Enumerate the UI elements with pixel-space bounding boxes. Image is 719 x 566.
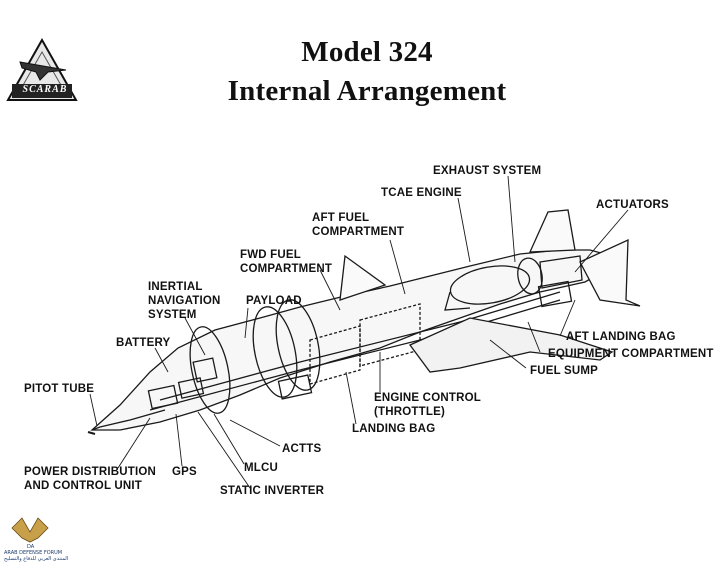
leader-actts (229, 419, 281, 447)
leader-pitot (89, 393, 98, 427)
leader-power-dist (117, 417, 151, 469)
scarab-logo (6, 37, 78, 101)
leader-actuators (574, 209, 629, 273)
exhaust (539, 255, 583, 289)
fwd-fuel-tank (309, 325, 361, 385)
label-tcae-engine: TCAE ENGINE (381, 187, 462, 199)
leader-exhaust (507, 175, 516, 263)
label-exhaust-system: EXHAUST SYSTEM (433, 165, 542, 177)
watermark-text: ARAB DEFENSE FORUM المنتدى العربي للدفاع… (4, 550, 68, 562)
leader-aft-landing-bag (559, 299, 576, 337)
page-title-line2: Internal Arrangement (227, 75, 507, 107)
label-pitot-tube: PITOT TUBE (24, 383, 95, 395)
dorsal-fin (339, 254, 387, 301)
label-fwd-fuel-compartment: FWD FUEL COMPARTMENT (240, 249, 333, 275)
leader-gps (175, 413, 183, 467)
label-fuel-sump: FUEL SUMP (530, 365, 599, 377)
vertical-tail (528, 209, 576, 253)
label-mlcu: MLCU (244, 462, 279, 474)
page-title-line1: Model 324 (301, 36, 433, 68)
leader-inertial (184, 317, 206, 356)
ventral-tail (579, 238, 641, 307)
bulkhead-ring (189, 326, 231, 414)
label-landing-bag: LANDING BAG (352, 423, 436, 435)
leader-fuel-sump (489, 339, 527, 369)
leader-tcae (457, 197, 471, 263)
label-aft-fuel-compartment: AFT FUEL COMPARTMENT (312, 212, 405, 238)
label-engine-control: ENGINE CONTROL (THROTTLE) (374, 392, 481, 418)
bulkhead-ring (275, 299, 321, 391)
label-actts: ACTTS (282, 443, 322, 455)
label-equipment-compartment: EQUIPMENT COMPARTMENT (548, 348, 714, 360)
label-static-inverter: STATIC INVERTER (220, 485, 325, 497)
logo-text: SCARAB (22, 84, 68, 95)
aft-fuel-tank (359, 303, 421, 367)
label-gps: GPS (172, 466, 197, 478)
label-payload: PAYLOAD (246, 295, 302, 307)
engine (449, 265, 531, 305)
label-power-distribution: POWER DISTRIBUTION AND CONTROL UNIT (24, 466, 157, 492)
wing (408, 317, 614, 373)
leader-equipment (527, 321, 541, 353)
label-aft-landing-bag: AFT LANDING BAG (566, 331, 676, 343)
leader-battery (154, 347, 169, 373)
leader-fwd-fuel (319, 269, 341, 311)
leader-static-inverter (197, 411, 251, 489)
label-battery: BATTERY (116, 337, 171, 349)
leader-landing-bag (345, 371, 357, 425)
aircraft-drawing (87, 209, 641, 435)
label-inertial-navigation-system: INERTIAL NAVIGATION SYSTEM (148, 281, 221, 321)
watermark-english: ARAB DEFENSE FORUM (4, 550, 63, 556)
label-actuators: ACTUATORS (596, 199, 669, 211)
watermark-mark: DA (27, 544, 35, 550)
bulkhead-ring (252, 306, 298, 398)
watermark-emblem: DA (11, 517, 49, 550)
leader-payload (244, 307, 249, 339)
leader-mlcu (213, 413, 245, 465)
leader-lines (89, 175, 629, 489)
leader-aft-fuel (389, 239, 406, 295)
watermark-arabic: المنتدى العربي للدفاع والتسليح (4, 556, 69, 562)
